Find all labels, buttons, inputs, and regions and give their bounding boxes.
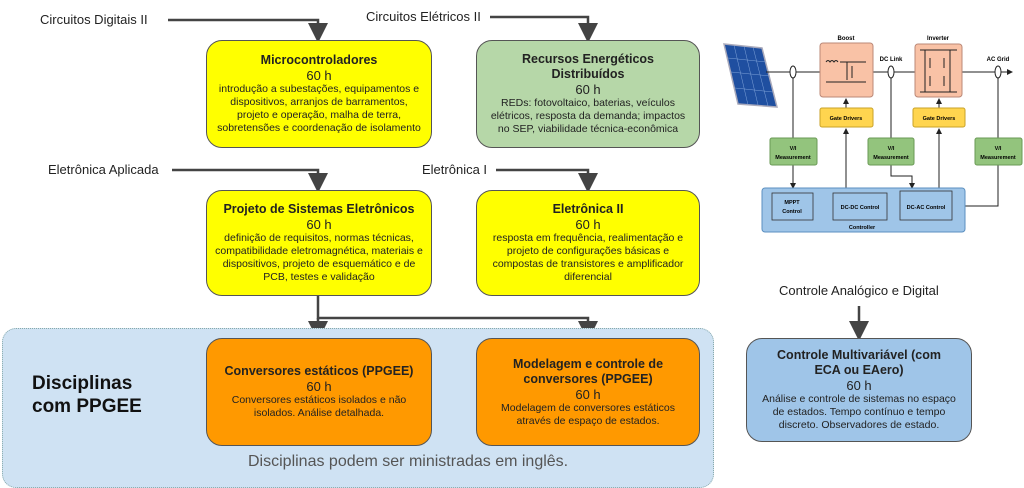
- course-hours: 60 h: [306, 217, 332, 232]
- vi-measurement-pv: [769, 137, 818, 166]
- arrow-to-modelagem: [316, 296, 598, 341]
- course-desc: Análise e controle de sistemas no espaço…: [762, 393, 956, 431]
- prereq-circuitos-digitais: Circuitos Digitais II: [40, 12, 148, 27]
- dc-ac-label: DC-AC Control: [907, 205, 946, 211]
- course-title: Recursos Energéticos Distribuídos: [522, 52, 654, 81]
- vi-label: V/I: [995, 146, 1002, 152]
- course-desc: definição de requisitos, normas técnicas…: [215, 232, 423, 283]
- vi-label: V/I: [888, 146, 895, 152]
- vi-measurement-dc-link: [867, 137, 915, 166]
- course-title: Conversores estáticos (PPGEE): [224, 364, 414, 378]
- dc-dc-label: DC-DC Control: [841, 205, 880, 211]
- mppt-control-block: [771, 192, 814, 221]
- vi-label: V/I: [790, 146, 797, 152]
- connector-arrows: [168, 15, 869, 341]
- mppt-label: MPPT: [784, 200, 800, 206]
- inverter-block: [914, 43, 963, 98]
- measurement-label: Measurement: [873, 155, 909, 161]
- course-title: Microcontroladores: [260, 53, 378, 67]
- course-hours: 60 h: [306, 379, 332, 394]
- arrow-to-recursos: [490, 15, 598, 43]
- course-hours: 60 h: [846, 378, 872, 393]
- solar-panel-icon: [723, 43, 778, 108]
- course-desc: resposta em frequência, realimentação e …: [492, 232, 684, 283]
- arrow-to-microcontroladores: [168, 18, 328, 43]
- course-title: Modelagem e controle de conversores (PPG…: [512, 356, 664, 386]
- region-title: Disciplinas com PPGEE: [32, 373, 142, 417]
- course-modelagem: Modelagem e controle de conversores (PPG…: [476, 338, 700, 446]
- course-desc: introdução a subestações, equipamentos e…: [217, 83, 421, 134]
- inverter-label: Inverter: [927, 36, 950, 42]
- mppt-control-label: Control: [782, 209, 802, 215]
- course-hours: 60 h: [575, 386, 601, 402]
- dc-dc-control-block: [832, 192, 888, 221]
- prereq-eletronica-i: Eletrônica I: [422, 162, 488, 177]
- arrow-to-eletronica-ii: [496, 168, 598, 193]
- vi-measurement-ac: [974, 137, 1023, 166]
- prereq-circuitos-eletricos: Circuitos Elétricos II: [366, 9, 481, 24]
- course-hours: 60 h: [575, 217, 601, 232]
- course-recursos-energeticos: Recursos Energéticos Distribuídos 60 h R…: [476, 40, 700, 148]
- pv-system-diagram: Boost Inverter DC Link AC Grid Gate Driv…: [723, 36, 1023, 233]
- current-sensor-icon: [789, 65, 1002, 79]
- prereq-eletronica-aplicada: Eletrônica Aplicada: [48, 162, 159, 177]
- ac-grid-label: AC Grid: [987, 57, 1010, 63]
- course-desc: Conversores estáticos isolados e não iso…: [231, 394, 407, 419]
- course-title: Controle Multivariável (com ECA ou EAero…: [777, 348, 941, 377]
- measurement-label: Measurement: [980, 155, 1016, 161]
- prereq-controle-analogico: Controle Analógico e Digital: [779, 283, 939, 298]
- gate-drivers-label: Gate Drivers: [923, 116, 956, 122]
- course-desc: REDs: fotovoltaico, baterias, veículos e…: [490, 97, 686, 135]
- course-hours: 60 h: [575, 82, 601, 97]
- course-conversores: Conversores estáticos (PPGEE) 60 h Conve…: [206, 338, 432, 446]
- course-microcontroladores: Microcontroladores 60 h introdução a sub…: [206, 40, 432, 148]
- measurement-label: Measurement: [775, 155, 811, 161]
- gate-drivers-inverter: [912, 107, 966, 128]
- course-title: Projeto de Sistemas Eletrônicos: [223, 202, 415, 216]
- controller-label: Controller: [849, 225, 876, 231]
- gate-drivers-label: Gate Drivers: [830, 116, 863, 122]
- course-controle-multivariavel: Controle Multivariável (com ECA ou EAero…: [746, 338, 972, 442]
- course-hours: 60 h: [306, 68, 332, 83]
- course-eletronica-ii: Eletrônica II 60 h resposta em frequênci…: [476, 190, 700, 296]
- inverter-circuit-icon: [920, 49, 957, 93]
- course-desc: Modelagem de conversores estáticos atrav…: [501, 401, 675, 427]
- dc-ac-control-block: [899, 190, 953, 221]
- dc-link-label: DC Link: [880, 57, 903, 63]
- arrow-to-projeto: [172, 168, 328, 193]
- course-title: Eletrônica II: [552, 202, 624, 216]
- boost-label: Boost: [838, 36, 855, 42]
- course-projeto-sistemas: Projeto de Sistemas Eletrônicos 60 h def…: [206, 190, 432, 296]
- region-note: Disciplinas podem ser ministradas em ing…: [248, 453, 569, 470]
- gate-drivers-boost: [819, 107, 874, 128]
- boost-circuit-icon: [825, 60, 866, 83]
